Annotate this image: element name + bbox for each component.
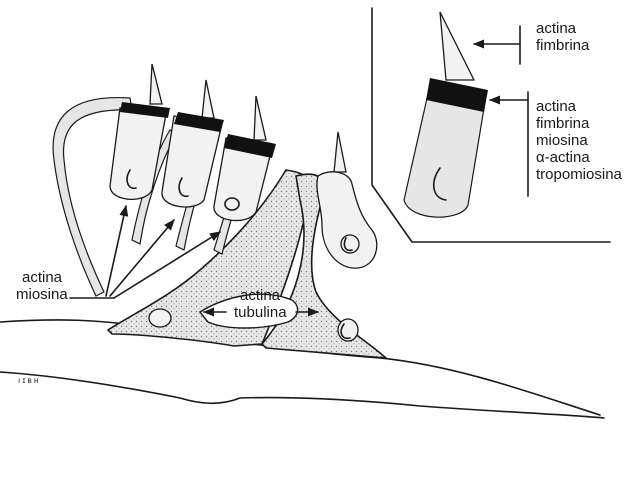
inset-bottom-label-2: fimbrina xyxy=(536,115,590,132)
center-label-1: actina xyxy=(240,287,281,304)
center-label-2: tubulina xyxy=(234,304,287,321)
hair-cell-2 xyxy=(162,80,224,207)
left-label-1: actina xyxy=(22,269,63,286)
supporting-nucleus-left xyxy=(149,309,171,327)
inset-bottom-label-3: miosina xyxy=(536,132,588,149)
inset-stereocilium-tip xyxy=(440,12,474,80)
inset-top-label-1: actina xyxy=(536,20,577,37)
basilar-membrane-lower xyxy=(0,372,604,418)
inner-hair-cell xyxy=(317,132,377,268)
left-arrow-1 xyxy=(106,206,126,296)
inset-bottom-label-1: actina xyxy=(536,98,577,115)
stereocilium-1 xyxy=(150,64,162,104)
inset-top-label-2: fimbrina xyxy=(536,37,590,54)
left-label-2: miosina xyxy=(16,286,68,303)
hair-cell-1 xyxy=(110,64,170,199)
inset-bottom-label-4: α-actina xyxy=(536,149,590,166)
corner-mark: ı ɪ ʙ ʜ xyxy=(18,376,38,385)
stereocilium-3 xyxy=(254,96,266,140)
stereocilium-2 xyxy=(202,80,214,118)
inset-bottom-label-5: tropomiosina xyxy=(536,166,623,183)
inner-stereocilium xyxy=(334,132,346,172)
